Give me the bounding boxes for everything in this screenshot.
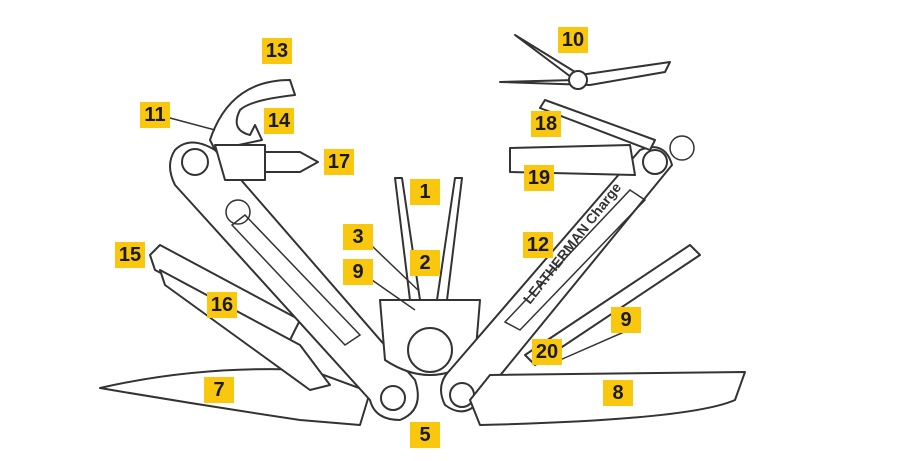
label-8: 8 [603,380,633,406]
label-11: 11 [140,102,170,128]
plier-pivot [407,327,453,373]
label-15: 15 [115,242,145,268]
label-5: 5 [410,422,440,448]
awl-18 [539,99,656,151]
pivot-left-bottom [380,385,406,411]
label-3: 3 [343,224,373,250]
scissors-10 [499,34,671,86]
left-handle [169,141,419,421]
lanyard-ring [669,135,695,161]
pivot-left-top [181,148,209,176]
bottle-opener-13 [209,79,296,151]
label-2: 2 [410,250,440,276]
label-16: 16 [207,292,237,318]
logo-emblem [225,199,251,225]
label-1: 1 [410,179,440,205]
label-13: 13 [262,38,292,64]
label-9-left: 9 [343,259,373,285]
label-7: 7 [204,377,234,403]
right-handle [440,146,673,413]
label-19: 19 [524,165,554,191]
saw-16 [159,269,331,391]
label-10: 10 [558,27,588,53]
label-18: 18 [531,111,561,137]
label-20: 20 [532,339,562,365]
label-17: 17 [324,149,354,175]
label-9-right: 9 [611,307,641,333]
bit-driver-17 [214,144,319,181]
label-12: 12 [523,232,553,258]
saw-9 [524,244,701,366]
pivot-right-top [642,149,668,175]
label-14: 14 [264,108,294,134]
blade-7 [99,368,371,426]
